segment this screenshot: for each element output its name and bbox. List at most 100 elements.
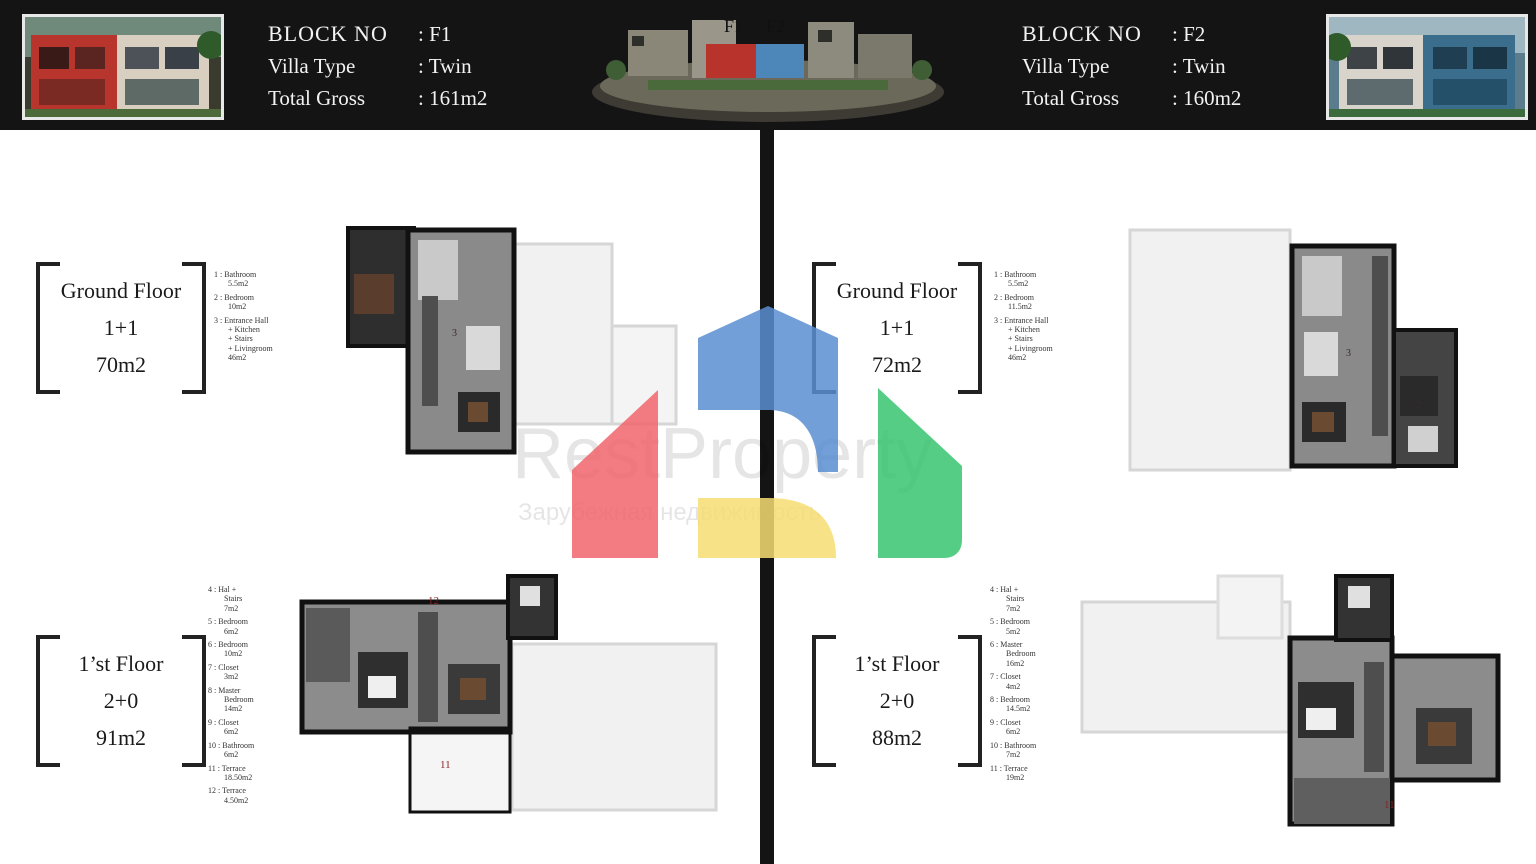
- f1-first-legend: 4 : Hal + Stairs 7m2 5 : Bedroom 6m2 6 :…: [208, 585, 298, 805]
- legend-line: 5.5m2: [228, 279, 249, 289]
- logo-green-shape: [878, 388, 962, 558]
- legend-line: 11 : Terrace: [990, 763, 1028, 773]
- room-number: 11: [1384, 799, 1395, 811]
- f1-block-label: BLOCK NO: [268, 21, 388, 46]
- f1-gross-label: Total Gross: [268, 86, 366, 110]
- f1-first-floor-summary: 1’st Floor 2+0 91m2: [36, 635, 206, 767]
- room-number: 11: [440, 759, 451, 771]
- legend-line: 6m2: [224, 750, 239, 760]
- f1-ground-area: 70m2: [95, 352, 147, 377]
- f1-marker: F1: [724, 16, 743, 36]
- legend-line: 5 : Bedroom: [208, 617, 248, 627]
- f1-ground-title: Ground Floor: [60, 278, 182, 303]
- watermark-tagline: Зарубежная недвижимость: [518, 499, 821, 526]
- legend-line: 5.5m2: [1008, 279, 1029, 289]
- f1-info: BLOCK NO: F1 Villa Type: Twin Total Gros…: [268, 18, 487, 114]
- legend-line: 19m2: [1006, 772, 1025, 782]
- legend-line: + Livingroom: [1008, 343, 1053, 353]
- f1-ground-legend: 1 : Bathroom 5.5m2 2 : Bedroom 10m2 3 : …: [214, 270, 304, 363]
- f1-ground-floor-plan: 3: [346, 226, 686, 461]
- room-number: 2: [1416, 400, 1421, 411]
- legend-line: 7 : Closet: [990, 672, 1021, 682]
- f2-ground-title: Ground Floor: [836, 278, 958, 303]
- legend-line: 2 : Bedroom: [994, 292, 1034, 302]
- f2-block-value: : F2: [1172, 22, 1206, 46]
- legend-line: 7m2: [1006, 603, 1021, 613]
- f2-first-floor-plan: 11: [1078, 572, 1506, 839]
- f2-info: BLOCK NO : F2 Villa Type : Twin Total Gros…: [1022, 18, 1241, 114]
- legend-line: 9 : Closet: [208, 717, 239, 727]
- legend-line: 46m2: [1008, 353, 1027, 363]
- f1-type-value: : Twin: [418, 54, 472, 78]
- legend-line: 8 : Master: [208, 685, 241, 695]
- legend-line: 6m2: [224, 626, 239, 636]
- legend-line: 11.5m2: [1008, 302, 1032, 312]
- legend-line: Stairs: [1006, 594, 1025, 604]
- villa-f2-photo: [1326, 14, 1528, 120]
- legend-line: 18.50m2: [224, 772, 253, 782]
- site-aerial-render: F1 F2: [588, 0, 948, 130]
- legend-line: 1 : Bathroom: [994, 270, 1037, 279]
- f2-type-value: : Twin: [1172, 54, 1226, 78]
- legend-line: 4m2: [1006, 681, 1021, 691]
- f1-type-label: Villa Type: [268, 54, 356, 78]
- room-number: 3: [1346, 348, 1351, 359]
- f2-first-area: 88m2: [871, 725, 923, 750]
- legend-line: + Stairs: [228, 334, 253, 344]
- legend-line: 3 : Entrance Hall: [214, 315, 269, 325]
- legend-line: 7m2: [1006, 750, 1021, 760]
- f2-ground-floor-summary: Ground Floor 1+1 72m2: [812, 262, 982, 394]
- f1-gross-value: : 161m2: [418, 86, 488, 110]
- legend-line: 2 : Bedroom: [214, 292, 254, 302]
- f2-first-floor-summary: 1’st Floor 2+0 88m2: [812, 635, 982, 767]
- legend-line: 10m2: [224, 649, 243, 659]
- room-number: 3: [452, 328, 457, 339]
- villa-f1-photo: [22, 14, 224, 120]
- legend-line: 6 : Master: [990, 640, 1023, 650]
- legend-line: Bedroom: [224, 695, 254, 705]
- f2-ground-legend: 1 : Bathroom 5.5m2 2 : Bedroom 11.5m2 3 …: [994, 270, 1084, 363]
- legend-line: 12 : Terrace: [208, 786, 246, 796]
- f2-first-title: 1’st Floor: [854, 651, 940, 676]
- f2-first-legend: 4 : Hal + Stairs 7m2 5 : Bedroom 5m2 6 :…: [990, 585, 1080, 782]
- f2-ground-rooms: 1+1: [879, 315, 915, 340]
- legend-line: 5 : Bedroom: [990, 617, 1030, 627]
- legend-line: 8 : Bedroom: [990, 695, 1030, 705]
- legend-line: + Kitchen: [1008, 325, 1040, 335]
- f2-gross-value: : 160m2: [1172, 86, 1242, 110]
- legend-line: + Stairs: [1008, 334, 1033, 344]
- f2-ground-floor-plan: 3 2: [1126, 226, 1466, 481]
- center-divider: [760, 130, 774, 864]
- legend-line: 11 : Terrace: [208, 763, 246, 773]
- legend-line: 3m2: [224, 672, 239, 682]
- legend-line: 7 : Closet: [208, 662, 239, 672]
- legend-line: 46m2: [228, 353, 247, 363]
- legend-line: 10 : Bathroom: [990, 740, 1037, 750]
- f2-gross-label: Total Gross: [1022, 86, 1120, 110]
- legend-line: 6 : Bedroom: [208, 640, 248, 650]
- f2-type-label: Villa Type: [1022, 54, 1110, 78]
- f2-first-rooms: 2+0: [879, 688, 915, 713]
- legend-line: 14m2: [224, 704, 243, 714]
- legend-line: 16m2: [1006, 658, 1025, 668]
- f1-first-title: 1’st Floor: [78, 651, 164, 676]
- legend-line: 10 : Bathroom: [208, 740, 255, 750]
- legend-line: + Livingroom: [228, 343, 273, 353]
- f1-ground-rooms: 1+1: [103, 315, 139, 340]
- legend-line: Bedroom: [1006, 649, 1036, 659]
- legend-line: + Kitchen: [228, 325, 260, 335]
- legend-line: 9 : Closet: [990, 717, 1021, 727]
- legend-line: 7m2: [224, 603, 239, 613]
- legend-line: Stairs: [224, 594, 243, 604]
- legend-line: 14.5m2: [1006, 704, 1031, 714]
- legend-line: 1 : Bathroom: [214, 270, 257, 279]
- legend-line: 3 : Entrance Hall: [994, 315, 1049, 325]
- f1-first-area: 91m2: [95, 725, 147, 750]
- room-number: 12: [428, 595, 439, 607]
- legend-line: 6m2: [224, 727, 239, 737]
- legend-line: 6m2: [1006, 727, 1021, 737]
- f2-block-label: BLOCK NO: [1022, 21, 1142, 46]
- legend-line: 5m2: [1006, 626, 1021, 636]
- f1-first-floor-plan: 12 11: [298, 572, 726, 839]
- f1-ground-floor-summary: Ground Floor 1+1 70m2: [36, 262, 206, 394]
